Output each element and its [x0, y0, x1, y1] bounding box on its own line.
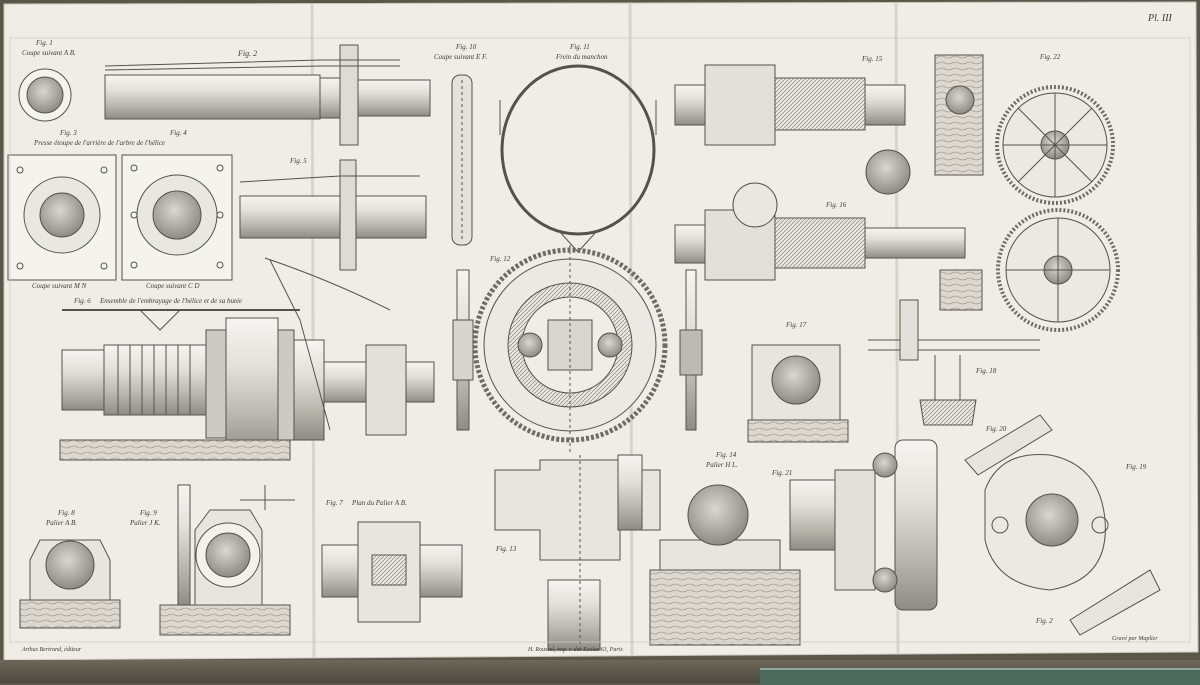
fig13-number: Fig. 13: [496, 545, 517, 553]
fig3-sub-caption: Coupe suivant M N: [32, 282, 87, 290]
worm-shaft-left: [452, 269, 474, 431]
fig10-caption: Coupe suivant E F.: [434, 53, 488, 61]
fig14-number: Fig. 14: [716, 451, 737, 459]
fig8-caption: Palier A B.: [46, 519, 78, 527]
fig12-number: Fig. 12: [490, 255, 511, 263]
fig5-shaft: [239, 159, 427, 311]
fig11-brake-band: [499, 64, 657, 253]
fig10-number: Fig. 10: [456, 43, 477, 51]
fig7-bearing-plan: [321, 521, 463, 623]
fig22-number: Fig. 22: [1040, 53, 1061, 61]
fig3-number: Fig. 3: [60, 129, 77, 137]
fig2b-link: [1069, 569, 1161, 636]
fig4-sub-caption: Coupe suivant C D: [146, 282, 200, 290]
fig8-bearing: [19, 539, 121, 629]
fig1-number: Fig. 1: [36, 39, 53, 47]
fig19-cam: [984, 453, 1109, 591]
fig17-housing: [747, 344, 849, 443]
fig9-caption: Palier J K.: [130, 519, 161, 527]
printer-credit: H. Roussel, imp. r. des Ecoles 63, Paris: [528, 647, 623, 653]
fig1-caption: Coupe suivant A B.: [22, 49, 76, 57]
mat-edge: [760, 668, 1200, 685]
fig16-number: Fig. 16: [826, 201, 847, 209]
fig6-clutch-assembly: [59, 259, 435, 461]
fig15-assembly: [674, 54, 984, 176]
fig7-caption: Plan du Palier A B.: [352, 499, 407, 507]
engraver-credit: Gravé par Maplier: [1112, 636, 1158, 642]
fig6-number: Fig. 6: [74, 297, 91, 305]
fig2-shaft: [104, 44, 431, 146]
fig14-bearing: [649, 484, 801, 646]
fig4-number: Fig. 4: [170, 129, 187, 137]
fig22-wheel-lower: [996, 208, 1120, 332]
fig21-assembly: [789, 439, 938, 611]
worm-shaft-right: [679, 269, 703, 431]
fig9-number: Fig. 9: [140, 509, 157, 517]
fig2-number: Fig. 2: [238, 49, 258, 58]
fig9-bearing: [159, 484, 295, 636]
fig6-caption: Ensemble de l'embrayage de l'hélice et d…: [100, 297, 243, 305]
fig10-lever: [451, 74, 473, 246]
fig1-ring-section: [18, 68, 72, 122]
fig5-number: Fig. 5: [290, 157, 307, 165]
fig18-number: Fig. 18: [976, 367, 997, 375]
fig22-wheel-upper: [995, 85, 1115, 205]
fig19-number: Fig. 19: [1126, 463, 1147, 471]
fig20-link: [964, 414, 1053, 476]
fig13-section: [494, 454, 661, 651]
fig7-number: Fig. 7: [326, 499, 343, 507]
fig14-caption: Palier H L.: [706, 461, 738, 469]
plate-number: Pl. III: [1148, 13, 1172, 24]
fig8-number: Fig. 8: [58, 509, 75, 517]
fig2b-number: Fig. 2: [1036, 617, 1053, 625]
fig16-assembly: [674, 149, 983, 311]
fig11-caption: Frein du manchon: [556, 53, 608, 61]
plate-border: [9, 37, 1191, 643]
fig21-number: Fig. 21: [772, 469, 793, 477]
fig4-stuffing-box-flange: [121, 154, 233, 281]
fig3-4-caption: Presse étoupe de l'arrière de l'arbre de…: [34, 139, 166, 147]
fig20-number: Fig. 20: [986, 425, 1007, 433]
fig12-gear: [472, 245, 668, 455]
fig11-number: Fig. 11: [570, 43, 590, 51]
fig18-linkage: [868, 299, 1040, 426]
fig17-number: Fig. 17: [786, 321, 807, 329]
fig3-stuffing-box-flange: [7, 154, 117, 281]
publisher-credit: Arthus Bertrand, éditeur: [22, 647, 82, 653]
fig15-number: Fig. 15: [862, 55, 883, 63]
